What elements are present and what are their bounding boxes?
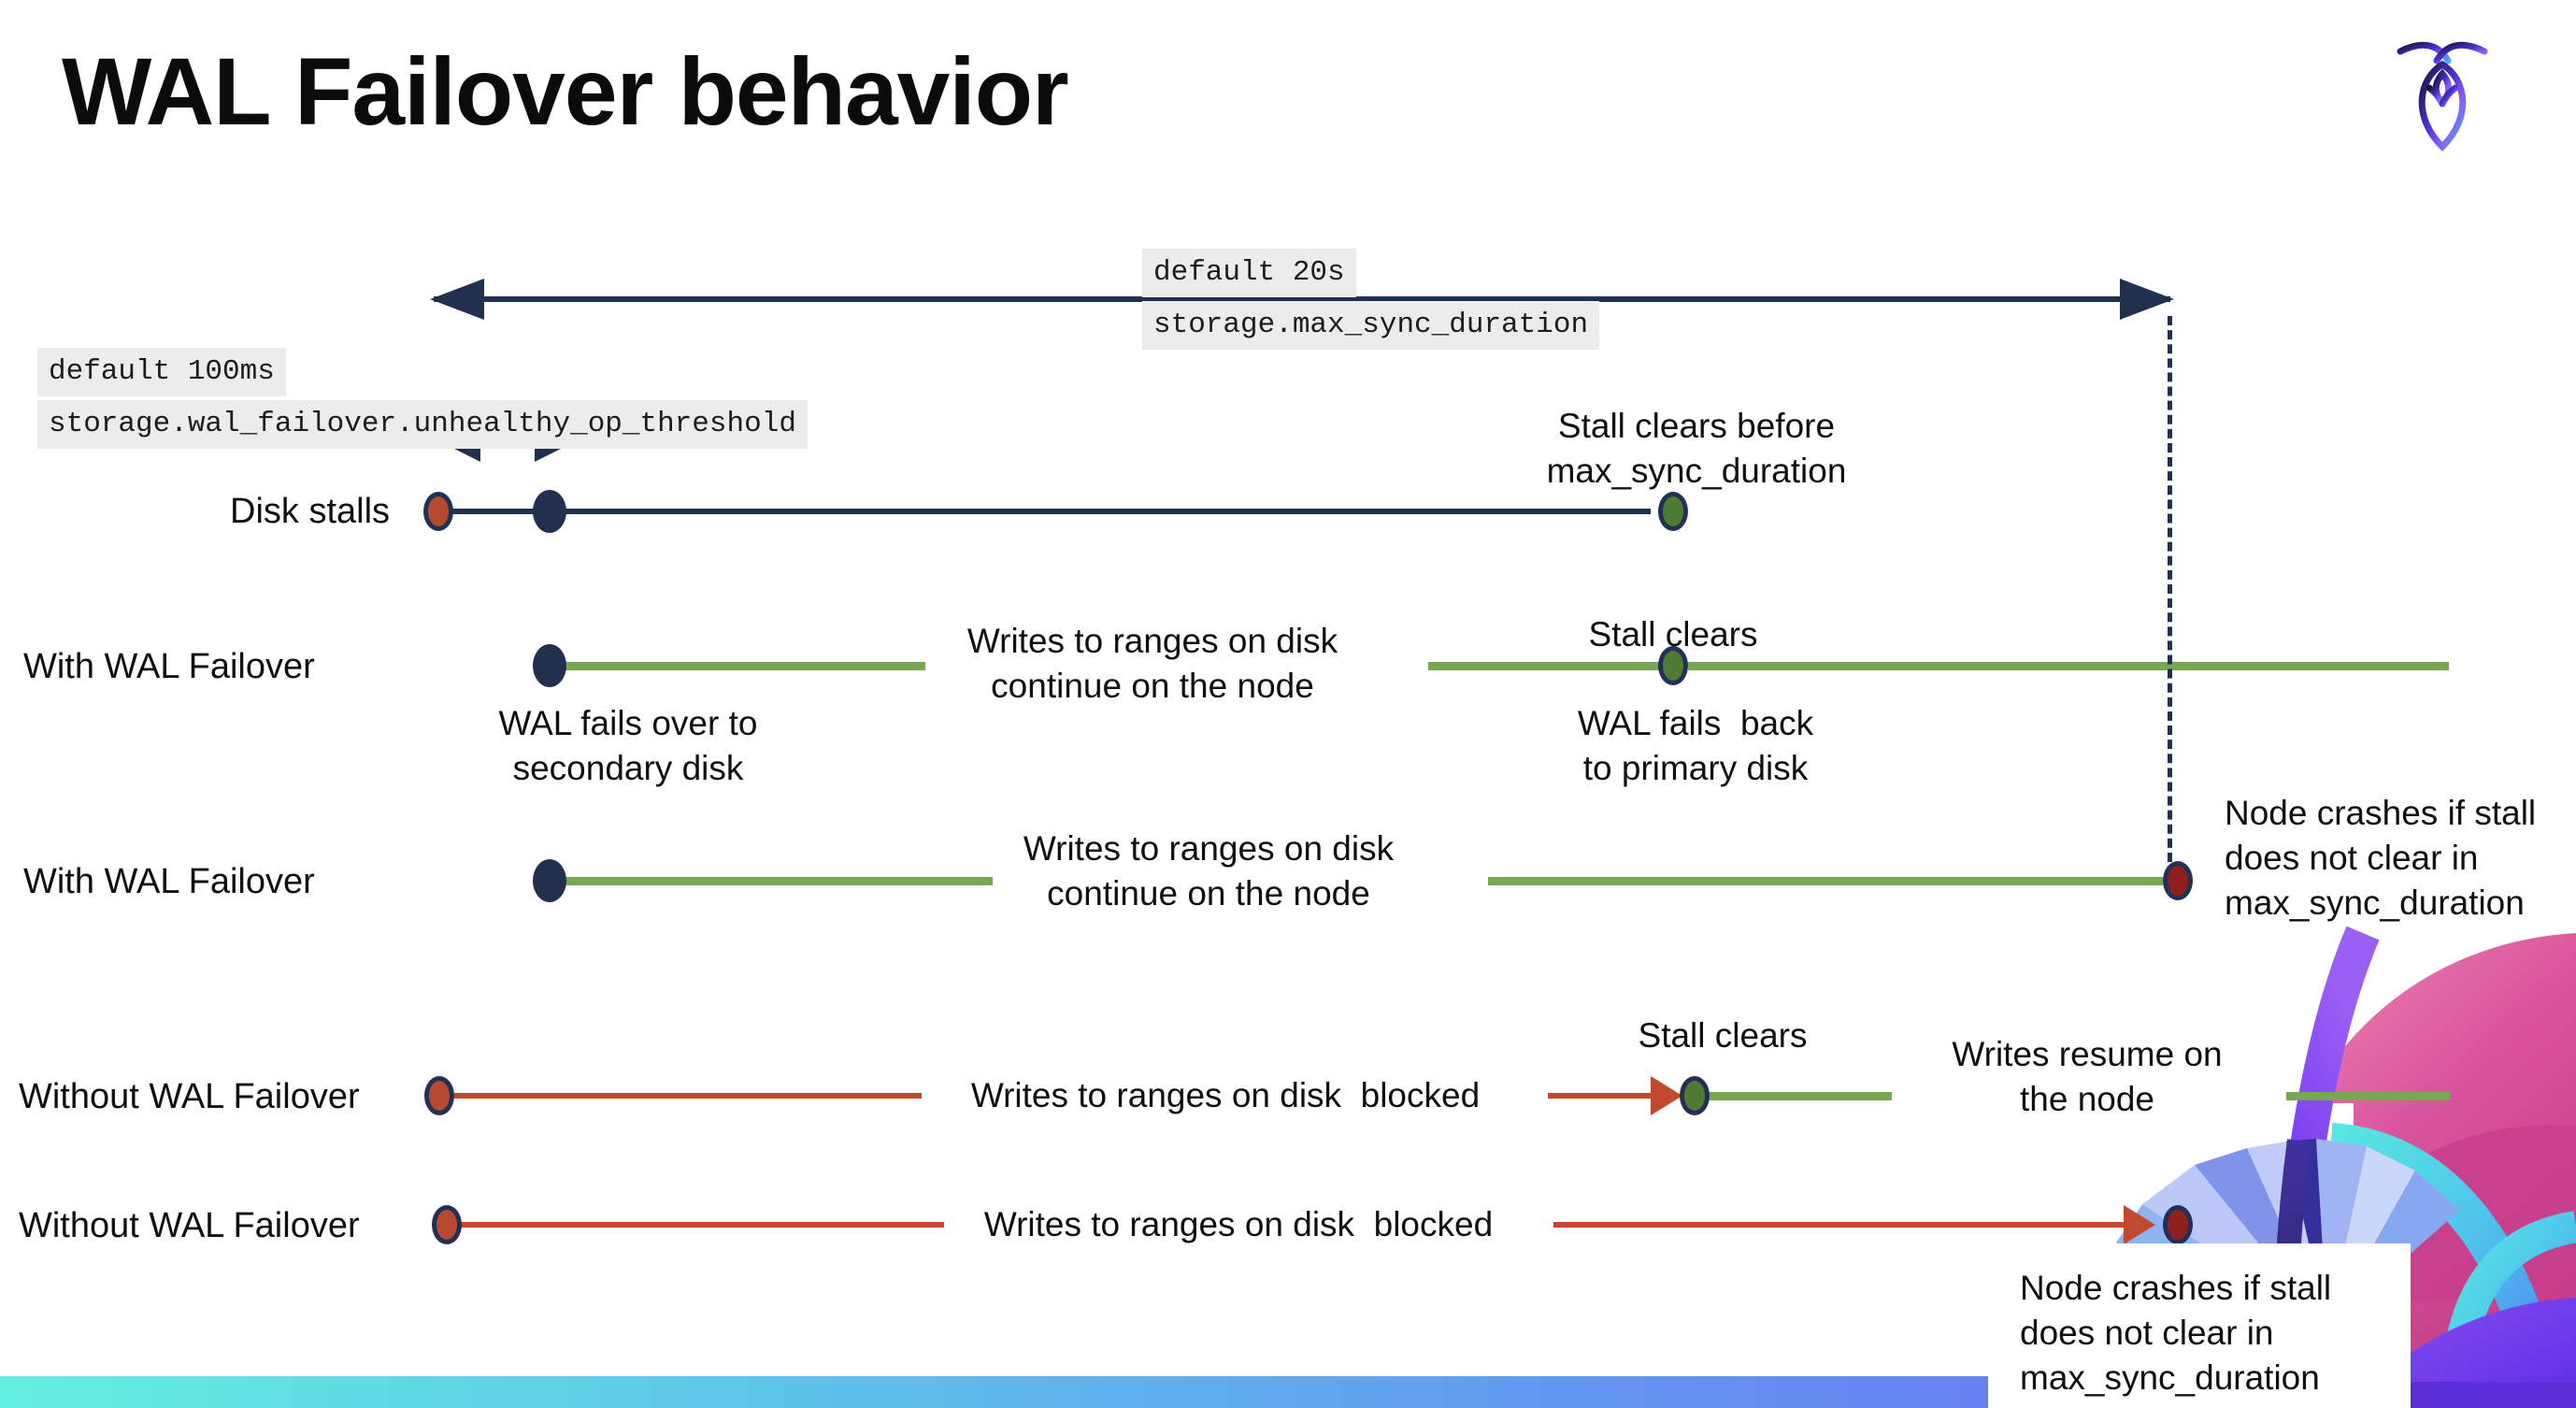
row-label-without-wal-failover-2: Without WAL Failover (19, 1206, 360, 1245)
row-label-disk-stalls: Disk stalls (230, 492, 391, 531)
event-label-writes-resume: Writes resume on the node (1952, 1035, 2223, 1118)
page-title: WAL Failover behavior (62, 38, 1069, 145)
failover-dot (533, 859, 566, 902)
timeline-line-green (561, 877, 993, 885)
timeline-line-red (1548, 1093, 1654, 1099)
row-label-with-wal-failover-1: With WAL Failover (23, 647, 315, 686)
stall-start-dot (423, 492, 453, 531)
timeline-line-green (1428, 662, 1660, 670)
timeline-line-green (1709, 1092, 1892, 1100)
event-label-wal-fails-over: WAL fails over to secondary disk (498, 704, 758, 787)
row-label-without-wal-failover-1: Without WAL Failover (19, 1077, 360, 1116)
max-sync-duration-span-arrow (430, 279, 2174, 320)
event-label-wal-fails-back: WAL fails back to primary disk (1577, 704, 1814, 787)
event-label-stall-clears-1: Stall clears (1588, 615, 1758, 654)
max-sync-default-value: default 20s (1142, 249, 1356, 297)
timeline-line-green (561, 662, 925, 670)
red-arrowhead (1651, 1076, 1682, 1115)
event-label-node-crashes-1: Node crashes if stall does not clear in … (2225, 794, 2537, 922)
timeline-line-red (460, 1222, 944, 1228)
node-crash-dot (2163, 1205, 2193, 1244)
event-label-node-crashes-2: Node crashes if stall does not clear in … (2020, 1269, 2332, 1397)
event-label-stall-clears-2: Stall clears (1638, 1016, 1808, 1055)
threshold-setting-name: storage.wal_failover.unhealthy_op_thresh… (37, 400, 808, 449)
failover-dot (533, 644, 566, 687)
red-arrowhead (2124, 1205, 2155, 1244)
unhealthy-op-threshold-label: default 100ms storage.wal_failover.unhea… (37, 348, 808, 453)
timeline-line-green (1688, 662, 2449, 670)
event-label-writes-continue-1: Writes to ranges on disk continue on the… (966, 622, 1338, 705)
event-label-writes-blocked-2: Writes to ranges on disk blocked (983, 1205, 1494, 1243)
timeline-line-navy (443, 509, 1651, 514)
row-label-with-wal-failover-2: With WAL Failover (23, 862, 315, 901)
cockroach-logo-icon (2397, 41, 2488, 151)
stall-clear-dot (1658, 646, 1688, 685)
stall-start-dot (432, 1205, 462, 1244)
event-label-writes-blocked-1: Writes to ranges on disk blocked (970, 1076, 1481, 1114)
timeline-line-green (2286, 1092, 2451, 1100)
timeline-line-red (1553, 1222, 2125, 1228)
node-crash-dot (2163, 861, 2193, 900)
event-label-writes-continue-2: Writes to ranges on disk continue on the… (1023, 829, 1395, 912)
timeline-line-green (1488, 877, 2163, 885)
stall-start-dot (424, 1076, 454, 1115)
threshold-default-value: default 100ms (37, 348, 286, 396)
max-sync-duration-label: default 20s storage.max_sync_duration (1142, 249, 1600, 353)
timeline-line-red (454, 1093, 922, 1099)
event-label-stall-clears-before: Stall clears before max_sync_duration (1546, 407, 1847, 490)
stall-clear-dot (1658, 492, 1688, 531)
stall-clear-dot (1680, 1076, 1710, 1115)
max-sync-setting-name: storage.max_sync_duration (1142, 301, 1600, 350)
max-sync-deadline-dashed-line (2168, 316, 2172, 862)
node-crash-callout-box: Node crashes if stall does not clear in … (1988, 1243, 2411, 1408)
failover-threshold-dot (533, 490, 566, 533)
